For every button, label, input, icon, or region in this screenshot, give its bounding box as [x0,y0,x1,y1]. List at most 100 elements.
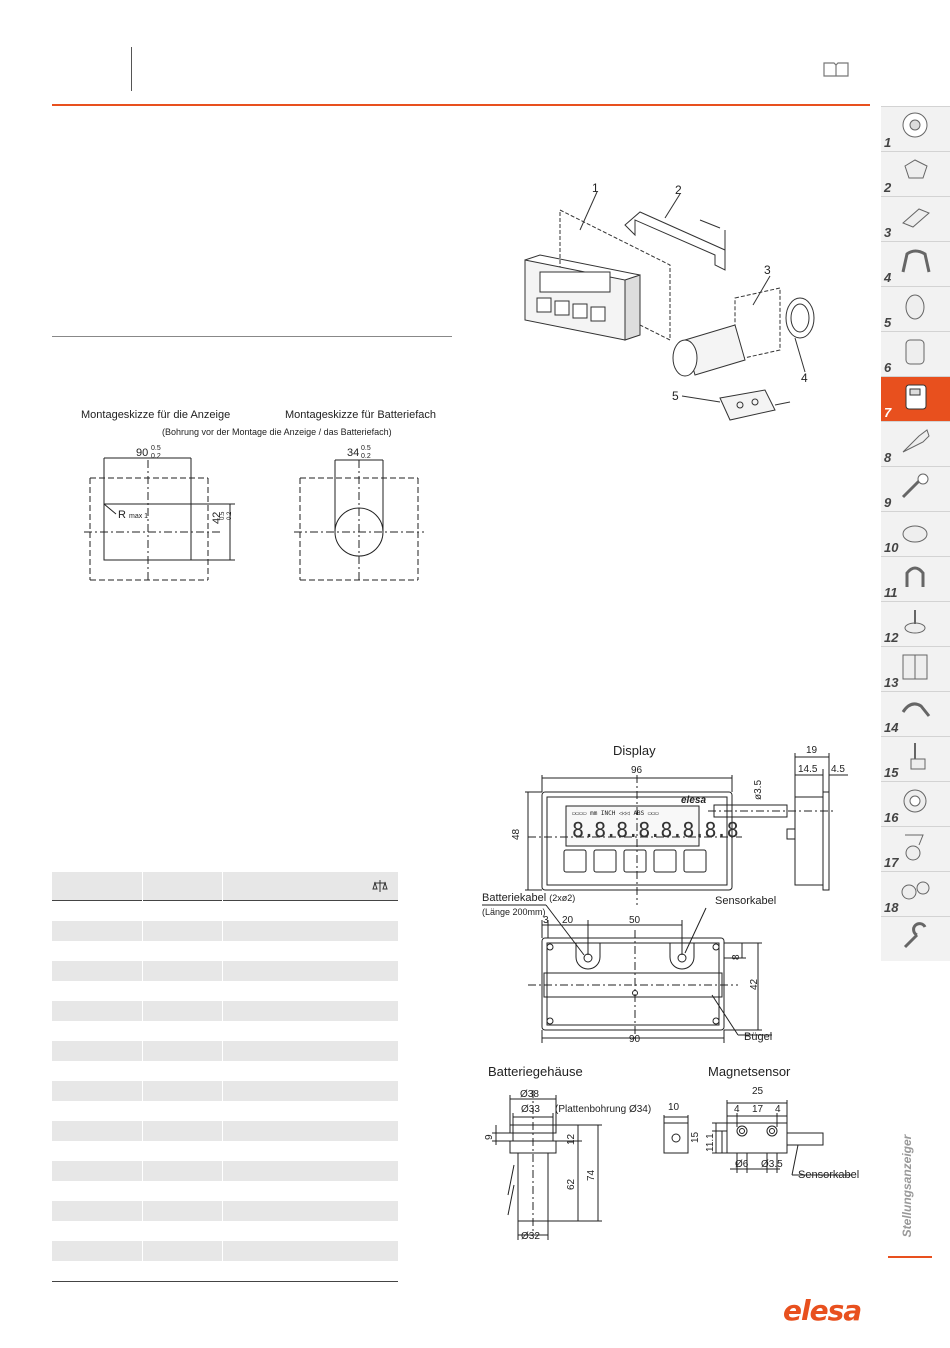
sidebar-tab-8[interactable]: 8 [881,421,950,466]
sidebar-tab-18[interactable]: 18 [881,871,950,916]
sidebar-tab-10[interactable]: 10 [881,511,950,556]
section-divider [52,336,452,337]
display-title: Display [613,743,656,758]
dim-34: 34 [347,447,360,459]
dim-11-1: 11.1 [705,1133,716,1152]
callout-5: 5 [672,389,679,403]
dim-phi-3-5: ø3.5 [753,779,764,800]
sidebar-tab-number: 13 [884,675,899,690]
lcd-digits: 8.8.8.8.8.8.8.8 [572,818,739,842]
sidebar-tab-number: 17 [884,855,899,870]
header-divider [131,47,132,91]
dim-19: 19 [806,745,818,756]
dim-50: 50 [629,915,641,926]
dim-42b: 42 [749,978,760,990]
dim-20: 20 [562,915,574,926]
mounting-sketch [84,457,424,581]
wrench-icon [903,922,927,949]
dim-90: 90 [136,447,149,459]
cable-length-label: (Länge 200mm) [482,907,546,917]
sidebar-tab-2[interactable]: 2 [881,151,950,196]
sensor-cable-label: Sensorkabel [715,895,777,907]
lcd-top-indicators: ▭▭▭▭ mm INCH ◁◁◁ ABS ▭▭▭ [572,810,659,817]
battery-cable-label: Batteriekabel (2xø2) [482,892,576,904]
dim-9: 9 [484,1134,495,1140]
sidebar-tab-number: 11 [884,585,898,600]
mount-note: (Bohrung vor der Montage die Anzeige / d… [162,427,392,437]
cylindrical-knob-icon [903,789,927,813]
sidebar-tab-number: 18 [884,900,899,915]
callout-4: 4 [801,371,808,385]
table-col-divider [222,872,223,1281]
sidebar-tab-number: 12 [884,630,899,645]
sidebar-tab-9[interactable]: 9 [881,466,950,511]
sidebar-tab-number: 6 [884,360,892,375]
sidebar-tab-13[interactable]: 13 [881,646,950,691]
table-row [52,1081,398,1101]
table-row [52,1201,398,1221]
dim-4a: 4 [734,1104,740,1115]
sidebar-tab-number: 5 [884,315,892,330]
sidebar-tab-6[interactable]: 6 [881,331,950,376]
spec-table [52,872,398,1282]
callout-1: 1 [592,181,599,195]
sidebar-tab-16[interactable]: 16 [881,781,950,826]
sidebar-tab-number: 10 [884,540,899,555]
sidebar-tab-14[interactable]: 14 [881,691,950,736]
battery-housing-title: Batteriegehäuse [488,1064,583,1079]
table-row [52,1181,398,1201]
sidebar-tab-4[interactable]: 4 [881,241,950,286]
table-header [52,872,398,901]
sidebar-tab-5[interactable]: 5 [881,286,950,331]
sidebar-tab-number: 9 [884,495,892,510]
table-row [52,1121,398,1141]
levelling-element-icon [904,610,926,634]
sidebar-tab-7[interactable]: 7 [881,376,950,421]
lcd-brand: elesa [681,795,707,806]
grip-icon [905,294,925,320]
callout-2: 2 [675,183,682,197]
table-row [52,1221,398,1241]
hinge-icon [902,654,928,680]
sidebar-tab-number: 3 [884,225,892,240]
tube-clamp-icon [901,881,930,900]
sidebar-tab-17[interactable]: 17 [881,826,950,871]
sidebar-tab-number: 14 [884,720,899,735]
table-row [52,981,398,1001]
sidebar-tab-number: 2 [884,180,892,195]
sidebar-tab-number: 1 [884,135,892,150]
dim-d38: Ø38 [520,1089,539,1100]
dim-14-5: 14.5 [798,764,818,775]
dim-12: 12 [566,1133,577,1145]
caster-wheel-icon [905,834,924,861]
dim-4b: 4 [775,1104,781,1115]
table-row [52,1001,398,1021]
table-row [52,1021,398,1041]
exploded-view [524,191,815,421]
magnet-sensor-title: Magnetsensor [708,1064,791,1079]
dim-25: 25 [752,1086,764,1097]
dim-48: 48 [511,828,522,840]
sidebar-tab-1[interactable]: 1 [881,106,950,151]
callout-3: 3 [764,263,771,277]
plate-hole-label: (Plattenbohrung Ø34) [555,1104,652,1115]
sidebar-tab-3[interactable]: 3 [881,196,950,241]
sidebar-tab-11[interactable]: 11 [881,556,950,601]
lever-icon [901,702,931,717]
table-row [52,1041,398,1061]
table-row [52,941,398,961]
table-row [52,1161,398,1181]
dim-d32: Ø32 [521,1231,540,1242]
sidebar-tab-number: 4 [884,270,892,285]
table-row [52,1061,398,1081]
knob-icon [904,159,928,179]
toggle-clamp-icon [910,743,926,770]
indexing-plunger-icon [902,429,930,453]
sidebar-tab-12[interactable]: 12 [881,601,950,646]
dim-15: 15 [690,1131,701,1143]
book-icon [823,62,849,77]
sidebar-tab-tools[interactable] [881,916,950,961]
control-knob-icon [905,339,925,365]
sidebar-tab-15[interactable]: 15 [881,736,950,781]
